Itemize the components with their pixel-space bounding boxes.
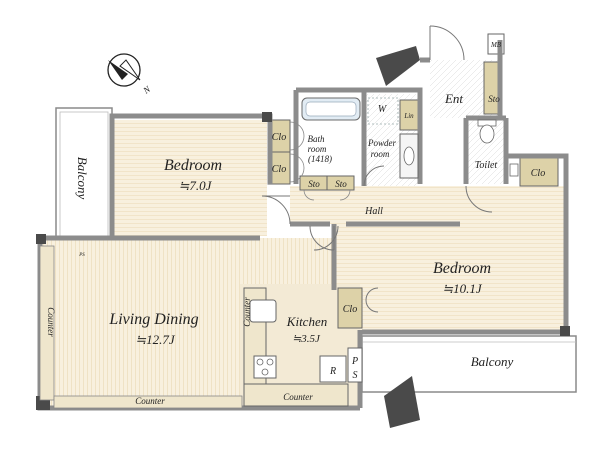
living-label: Living Dining (108, 311, 198, 328)
bedroom2-label: Bedroom (433, 260, 491, 277)
powder-label-1: Powder (367, 138, 396, 148)
fixture-labels: Counter Counter Counter Counter R P S PS (46, 253, 358, 406)
clo-b-label: Clo (272, 164, 286, 175)
doors (261, 25, 493, 313)
entrance-label: Ent (444, 91, 463, 106)
ps-s-label: S (353, 370, 358, 381)
toilet-fixture (477, 119, 519, 177)
balcony-right-label: Balcony (471, 354, 514, 369)
bath-label-3: (1418) (308, 154, 332, 164)
bathtub (301, 97, 361, 121)
ps-small-label: PS (78, 253, 85, 258)
storage-areas (267, 33, 559, 329)
kitchen-label: Kitchen (286, 314, 327, 329)
bath-label-2: room (308, 144, 327, 154)
mb-label: MB (490, 41, 502, 49)
structural-columns (36, 46, 570, 428)
sto-a-label: Sto (308, 179, 320, 189)
living-counters (39, 245, 243, 409)
bedroom1-area: ≒7.0J (179, 178, 213, 193)
bath-label-1: Bath (308, 134, 325, 144)
fridge-label: R (329, 366, 336, 377)
living-area: ≒12.7J (135, 332, 176, 347)
closet-doors (289, 121, 351, 201)
balcony-left-label: Balcony (75, 157, 90, 200)
balcony-right: Balcony (361, 335, 577, 393)
kitchen-area: ≒3.5J (292, 333, 321, 345)
room-labels: Bedroom ≒7.0J Bedroom ≒10.1J Living Dini… (108, 91, 497, 347)
counter-kitchen-h-label: Counter (283, 392, 313, 402)
powder-label-2: room (371, 149, 390, 159)
counter-kitchen-v-label: Counter (242, 297, 252, 327)
clo-a-label: Clo (272, 132, 286, 143)
lin-label: Lin (403, 112, 414, 120)
counter-left-label: Counter (46, 307, 56, 337)
clo-kitchen-label: Clo (343, 304, 357, 315)
bedroom2-area: ≒10.1J (442, 281, 483, 296)
storage-labels: Clo Clo Sto Sto Sto Clo Clo W Lin MB (272, 41, 545, 315)
sto-ent-label: Sto (488, 94, 500, 104)
compass-rose-icon: N (107, 53, 153, 96)
toilet-label: Toilet (475, 160, 498, 171)
bedroom1-label: Bedroom (164, 157, 222, 174)
clo-toilet-label: Clo (531, 168, 545, 179)
ps-p-label: P (351, 356, 358, 367)
kitchen-counter (243, 287, 363, 407)
washbasin (399, 133, 419, 179)
counter-bottom-label: Counter (135, 396, 165, 406)
sto-b-label: Sto (335, 179, 347, 189)
balcony-left: Balcony (55, 107, 113, 249)
hall-label: Hall (364, 206, 383, 217)
w-label: W (378, 104, 388, 115)
compass-north-label: N (141, 83, 153, 96)
